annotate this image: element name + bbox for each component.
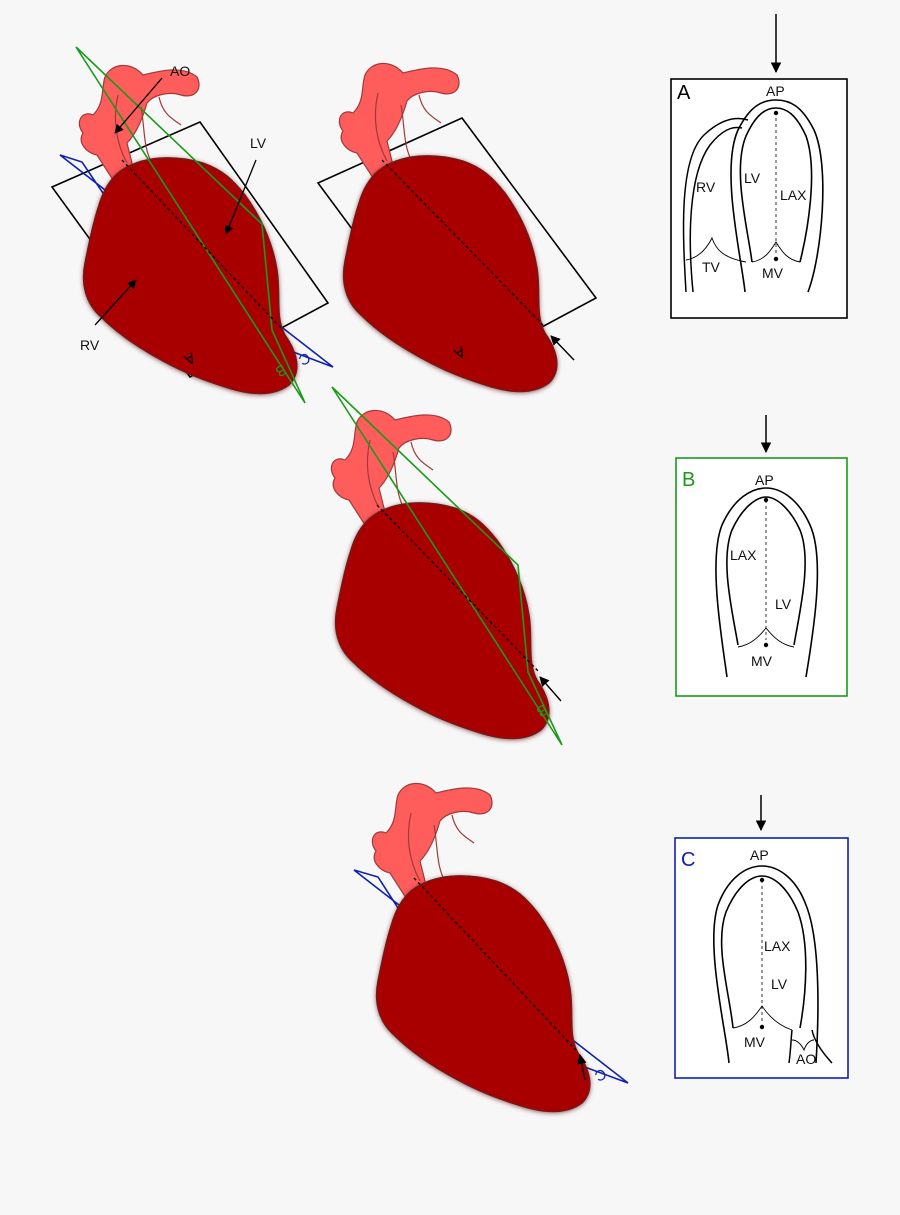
label-tv: TV: [702, 259, 721, 275]
heart-shape: [339, 63, 557, 391]
rv-outline: [682, 117, 749, 293]
label-ao: AO: [170, 63, 190, 79]
apex-pointer-icon: [539, 676, 562, 702]
plane-b-outline: [75, 46, 306, 404]
plane-c-tag: C: [295, 348, 313, 368]
lv-outer-wall: [715, 487, 819, 678]
plane-b-outline: [331, 386, 563, 746]
lv-pointer: [224, 159, 257, 235]
heart-shape: [372, 783, 590, 1111]
label-ao: AO: [796, 1051, 816, 1067]
label-ap: AP: [766, 83, 785, 99]
lv-inner-wall: [739, 107, 813, 263]
label-ap: AP: [755, 472, 774, 488]
apex-pointer-icon: [550, 335, 575, 361]
heart-shape: [79, 65, 297, 393]
lv-outer-wall: [712, 865, 819, 1064]
ao-valve: [791, 1039, 815, 1052]
label-mv: MV: [751, 653, 773, 669]
label-mv: MV: [744, 1034, 766, 1050]
panel-a-letter: A: [677, 82, 691, 104]
heart-overview: AO LV RV A B C: [50, 46, 334, 404]
panel-b: B AP LAX LV MV: [675, 415, 848, 697]
label-rv: RV: [696, 179, 716, 195]
panel-c: C AP LAX LV MV AO: [674, 795, 849, 1079]
rv-pointer: [94, 279, 137, 326]
label-lv: LV: [775, 596, 792, 612]
label-lax: LAX: [764, 938, 791, 954]
panel-c-letter: C: [681, 849, 695, 871]
apex-pointer-icon: [576, 1054, 587, 1081]
mv-valve: [732, 1005, 793, 1031]
heart-plane-a: A: [316, 63, 598, 391]
ao-pointer: [114, 77, 163, 134]
lv-inner-wall: [720, 875, 807, 1029]
mv-valve: [737, 627, 795, 648]
heart-plane-c: C: [353, 783, 629, 1111]
label-rv: RV: [80, 337, 100, 353]
heart-shape: [331, 410, 549, 738]
heart-plane-b: B: [331, 386, 563, 746]
label-mv: MV: [762, 265, 784, 281]
plane-c-tag: C: [591, 1064, 609, 1084]
label-ap: AP: [750, 847, 769, 863]
tv-valve: [685, 236, 747, 263]
label-lv: LV: [771, 976, 788, 992]
label-lv: LV: [744, 170, 761, 186]
label-lax: LAX: [780, 187, 807, 203]
panel-a-frame: [670, 78, 848, 319]
ao-wall: [788, 1029, 833, 1064]
panel-b-letter: B: [682, 469, 695, 491]
lv-outer-wall: [730, 99, 824, 293]
label-lax: LAX: [730, 547, 757, 563]
mv-valve: [751, 241, 801, 263]
lv-inner-wall: [726, 496, 806, 646]
panel-a: A AP RV LV LAX TV MV: [670, 14, 848, 319]
label-lv: LV: [250, 135, 267, 151]
long-axis-line: [381, 159, 544, 326]
